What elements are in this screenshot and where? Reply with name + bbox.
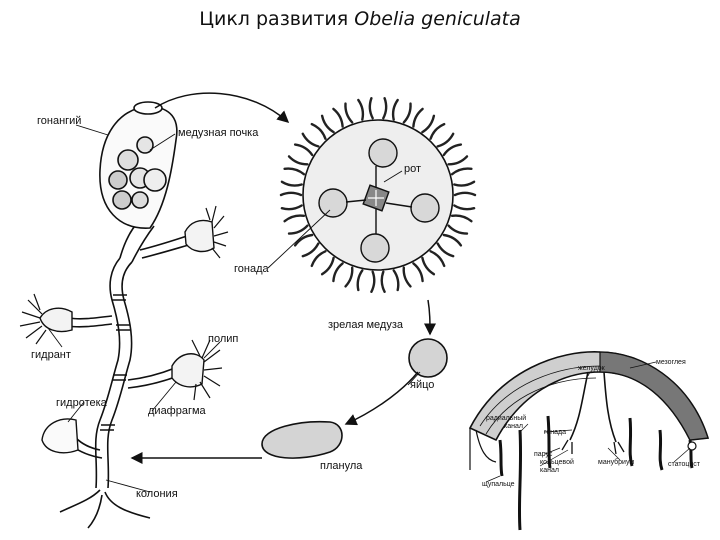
label-medusa-bud: медузная почка: [178, 127, 259, 139]
tentacle: [344, 266, 354, 288]
tentacle: [283, 167, 306, 176]
tentacle: [450, 167, 473, 176]
tentacle: [442, 143, 463, 157]
tentacle: [293, 143, 314, 157]
tentacle: [332, 262, 344, 283]
tentacle: [332, 107, 344, 128]
hydrant-upper-right: [184, 205, 229, 259]
label-gidrant: гидрант: [31, 349, 71, 361]
tentacle: [453, 204, 476, 211]
tentacle: [421, 256, 436, 276]
tentacle: [344, 102, 354, 124]
label-mature-medusa: зрелая медуза: [328, 319, 404, 331]
tentacle: [301, 132, 320, 148]
egg: [408, 338, 448, 378]
medusa-tentacles: [279, 97, 477, 293]
tentacle: [280, 204, 303, 211]
tentacle: [283, 214, 306, 223]
tentacle: [280, 180, 303, 187]
tentacle: [279, 191, 303, 197]
section-label-radialny-1: радиальный: [486, 414, 526, 422]
label-gonangiy: гонангий: [37, 115, 81, 127]
tentacle: [453, 191, 477, 197]
tentacle: [320, 256, 335, 276]
arrow-gonangium-to-medusa: [154, 92, 290, 123]
label-gonada: гонада: [234, 263, 269, 275]
tentacle: [301, 242, 320, 258]
section-label-parus: парус: [534, 451, 553, 458]
medusa-section: мезоглея желудок радиальный канал гонада…: [468, 351, 710, 531]
polyp-right: [171, 339, 223, 401]
tentacle: [391, 98, 399, 121]
tentacle: [429, 122, 446, 140]
tentacle: [447, 155, 469, 166]
diagram-title: Цикл развития Obelia geniculata: [0, 8, 720, 30]
tentacle: [310, 250, 327, 268]
label-polip: полип: [208, 333, 238, 345]
section-label-kolcevoy-1: кольцевой: [540, 458, 574, 466]
tentacle: [287, 155, 309, 166]
label-pointers: [47, 124, 421, 493]
tentacle: [370, 270, 376, 293]
label-rot: рот: [404, 163, 421, 175]
title-species: Obelia geniculata: [354, 8, 521, 30]
label-diafragma: диафрагма: [148, 405, 207, 417]
section-label-zheludok: желудок: [578, 365, 606, 372]
mature-medusa: [279, 97, 477, 293]
title-main: Цикл развития: [199, 8, 355, 30]
arrow-egg-to-planula: [344, 371, 419, 426]
section-label-gonada: гонада: [544, 429, 566, 436]
tentacle: [450, 214, 473, 223]
hydrotheca: [41, 418, 79, 454]
tentacle: [320, 114, 335, 134]
tentacle: [356, 269, 364, 292]
cycle-arrows: [130, 92, 436, 464]
tentacle: [436, 132, 455, 148]
section-label-mezogleya: мезоглея: [656, 359, 686, 366]
hydrant-left: [19, 293, 73, 345]
tentacle: [447, 224, 469, 235]
gonangium: [99, 101, 178, 229]
tentacle: [293, 233, 314, 247]
section-label-radialny-2: канал: [504, 423, 523, 430]
label-koloniya: колония: [136, 488, 178, 500]
tentacle: [412, 107, 424, 128]
tentacle: [357, 98, 365, 121]
label-gidroteka: гидротека: [56, 397, 108, 409]
section-label-statocist: статоцист: [668, 461, 701, 468]
tentacle: [380, 270, 386, 293]
arrow-medusa-to-egg: [423, 299, 436, 336]
section-label-shchupalce: щупальце: [482, 481, 515, 488]
tentacle: [429, 250, 446, 268]
tentacle: [421, 114, 436, 134]
label-egg: яйцо: [410, 379, 434, 391]
tentacle: [392, 269, 400, 292]
label-planula: планула: [320, 460, 363, 472]
tentacle: [442, 233, 463, 247]
tentacle: [412, 262, 424, 283]
tentacle: [436, 242, 455, 258]
section-label-manubrium: манубриум: [598, 458, 634, 466]
planula: [261, 420, 343, 459]
tentacle: [402, 266, 412, 288]
tentacle: [402, 102, 412, 124]
tentacle: [382, 97, 388, 120]
tentacle: [368, 97, 374, 120]
tentacle: [287, 224, 309, 235]
tentacle: [453, 180, 476, 187]
section-label-kolcevoy-2: канал: [540, 467, 559, 474]
tentacle: [310, 122, 327, 140]
